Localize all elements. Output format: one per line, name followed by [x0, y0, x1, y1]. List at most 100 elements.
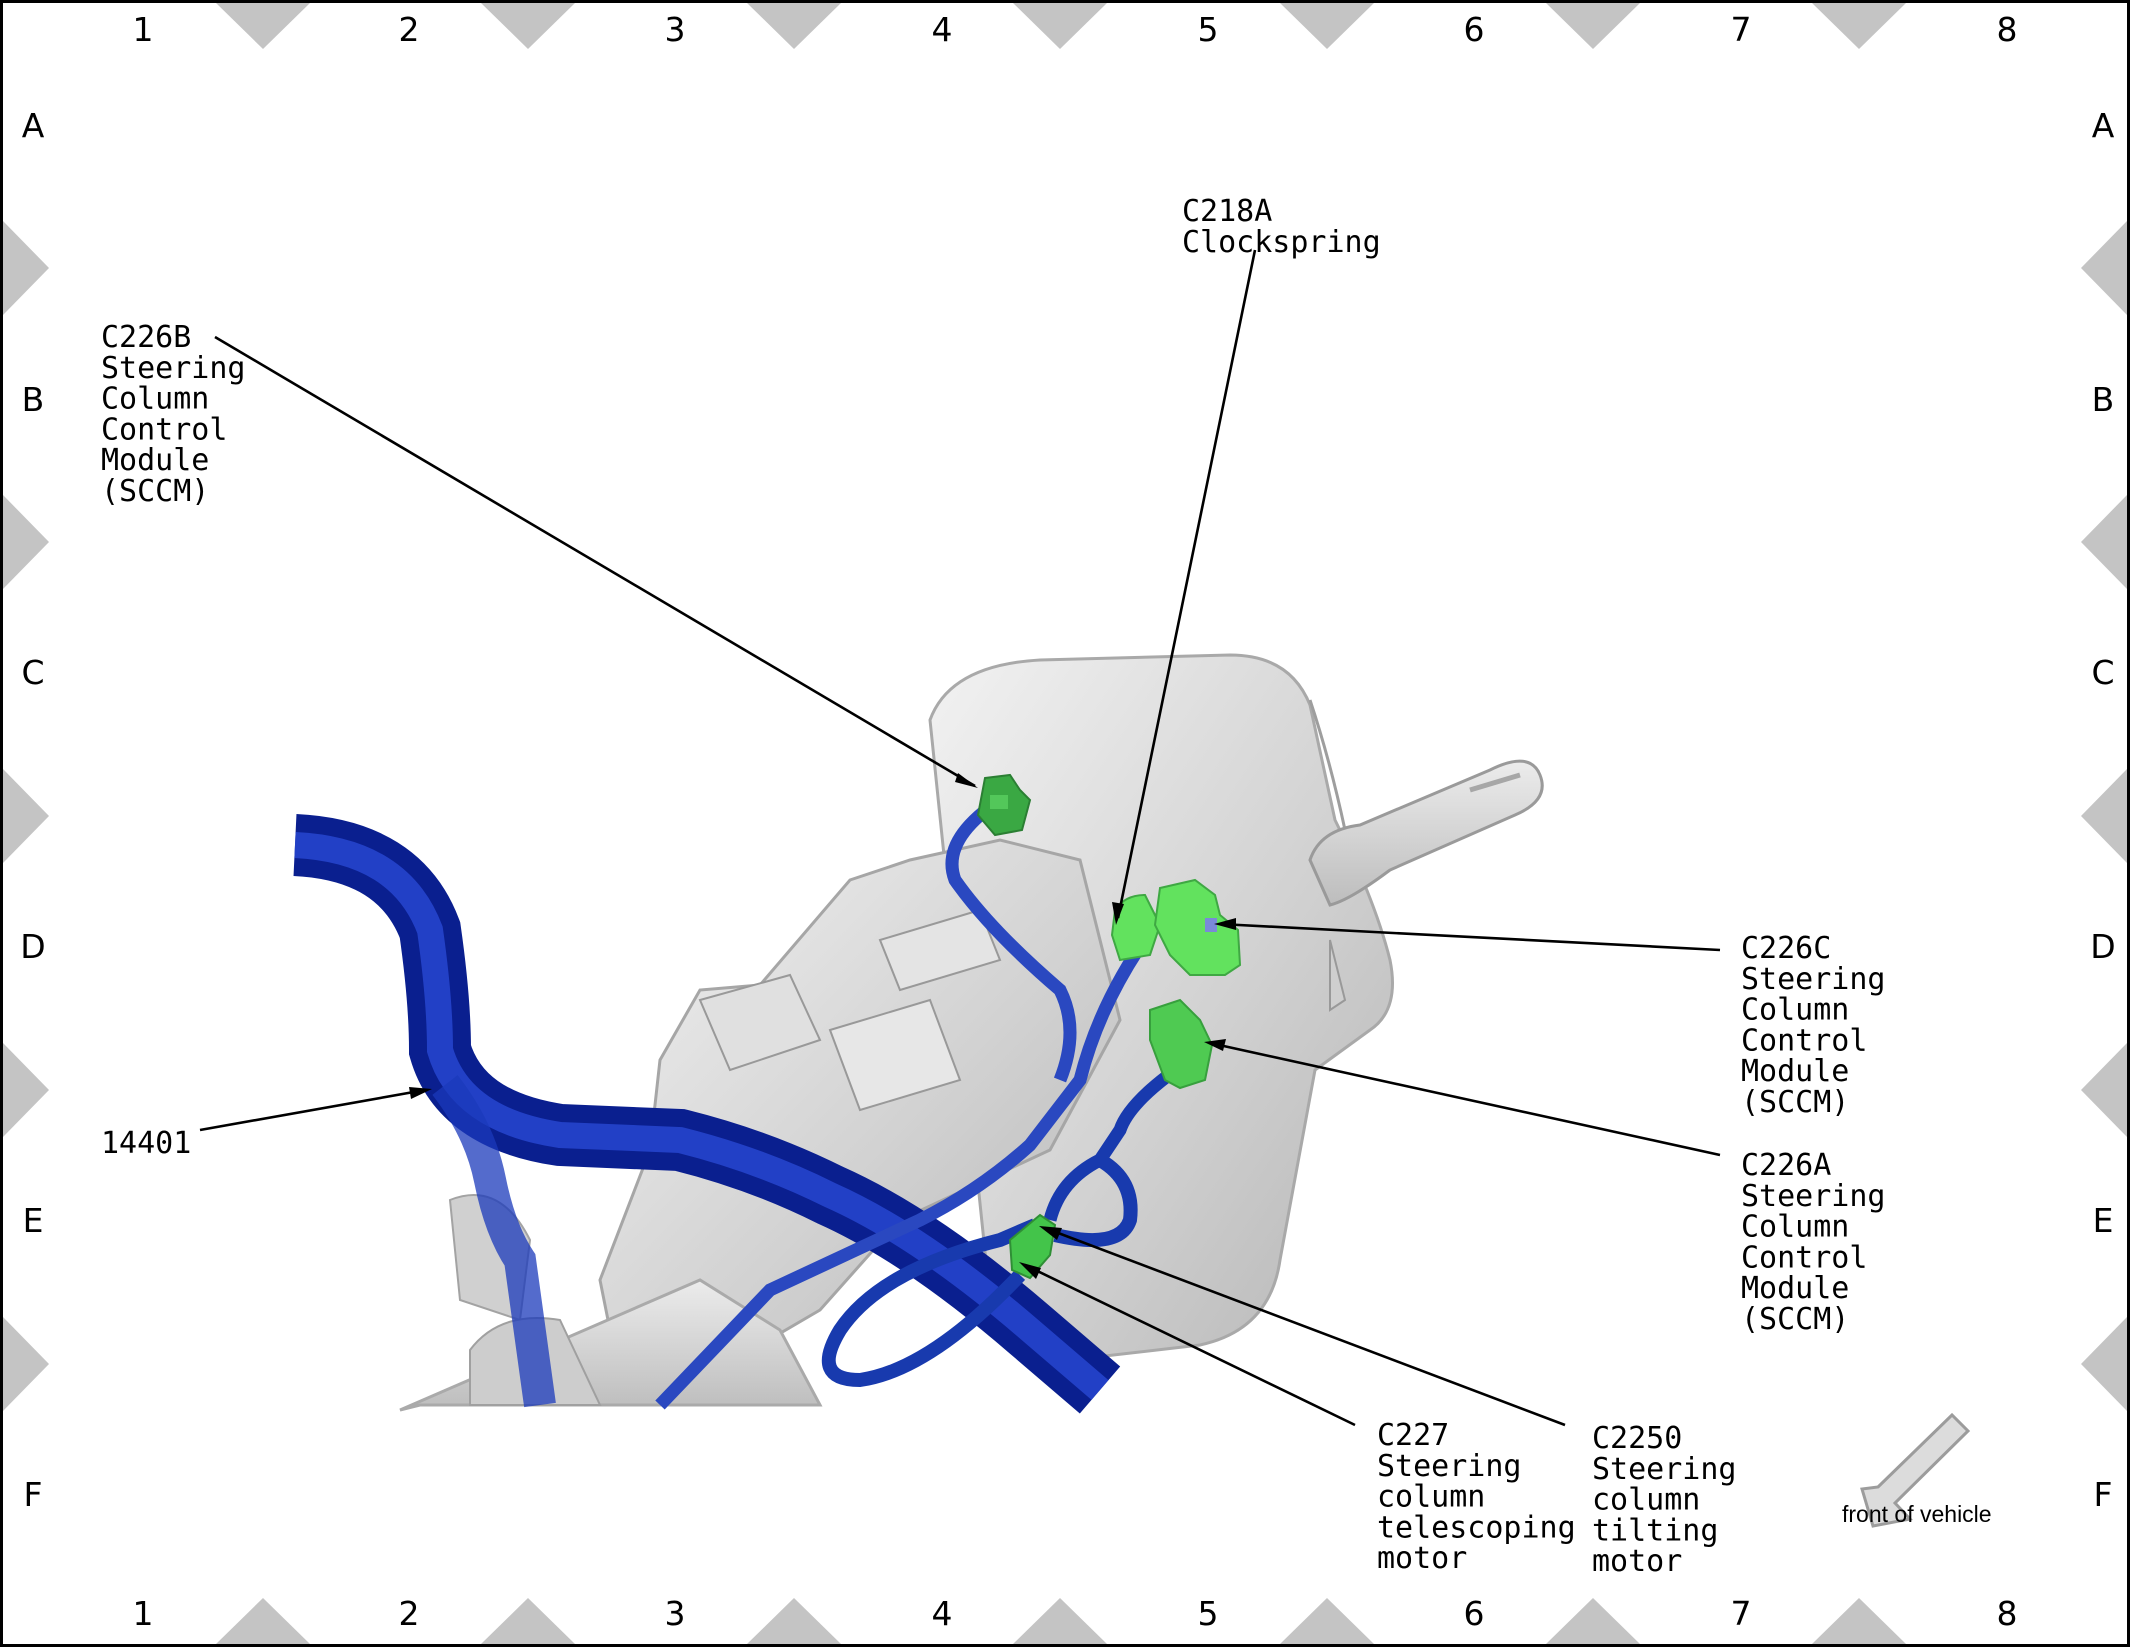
branch-wire-c226c: [655, 921, 1161, 1410]
leader-14401: [199, 1088, 426, 1132]
callout-line: C218A: [1182, 194, 1272, 229]
bracket-rib: [828, 998, 962, 1112]
grid-marker: [1013, 3, 1107, 49]
grid-column-label: 6: [1464, 10, 1485, 49]
arrow-down-left-icon: [1860, 1412, 1971, 1528]
grid-column-label: 7: [1731, 1594, 1752, 1633]
grid-column-label: 5: [1198, 1594, 1219, 1633]
grid-row-label: E: [23, 1201, 44, 1240]
callout-line: Steering: [1377, 1449, 1522, 1484]
callout-line: C226B: [101, 320, 191, 355]
grid-row-label: E: [2093, 1201, 2114, 1240]
callout-line: Control: [1741, 1240, 1867, 1275]
grid-marker: [1280, 3, 1374, 49]
grid-column-label: 8: [1997, 10, 2018, 49]
callout-line: Control: [101, 412, 227, 447]
grid-marker: [3, 1043, 49, 1137]
grid-row-label: D: [20, 927, 45, 966]
connector-c227-c2250: [1008, 1213, 1057, 1280]
branch-wire-c226b: [945, 794, 1077, 1083]
grid-row-label: B: [22, 380, 45, 419]
callout-line: (SCCM): [1741, 1085, 1849, 1120]
grid-marker: [481, 1598, 575, 1644]
callout-line: Steering: [1741, 1179, 1886, 1214]
grid-column-label: 3: [665, 10, 686, 49]
callout-line: Module: [1741, 1271, 1849, 1306]
grid-column-label: 2: [399, 10, 420, 49]
grid-row-label: C: [2091, 653, 2114, 692]
steering-column-illustration: [292, 653, 1544, 1414]
callout-line: 14401: [101, 1126, 191, 1161]
leader-lines: [199, 249, 1721, 1427]
callout-line: C226A: [1741, 1148, 1831, 1183]
callout-line: motor: [1377, 1541, 1467, 1576]
grid-marker: [3, 1317, 49, 1411]
callout-line: Steering: [1592, 1452, 1737, 1487]
callout-line: column: [1377, 1480, 1485, 1515]
grid-row-label: C: [21, 653, 44, 692]
grid-row-label: A: [2092, 106, 2115, 145]
housing-edge: [1308, 699, 1347, 831]
housing-clip: [1329, 939, 1347, 1012]
grid-marker: [1013, 1598, 1107, 1644]
main-harness-highlight: [294, 832, 1109, 1400]
bracket-rib: [698, 973, 822, 1072]
grid-column-label: 2: [399, 1594, 420, 1633]
grid-column-label: 4: [932, 1594, 953, 1633]
connector-c226a: [1149, 998, 1214, 1090]
callout-line: Control: [1741, 1023, 1867, 1058]
grid-marker: [216, 3, 310, 49]
grid-column-label: 4: [932, 10, 953, 49]
leader-c218a: [1116, 249, 1257, 919]
grid-marker: [2081, 1043, 2127, 1137]
harness-branch: [432, 1075, 556, 1408]
grid-column-label: 1: [133, 1594, 154, 1633]
grid-row-label: A: [22, 106, 45, 145]
leader-c2250: [1044, 1226, 1566, 1427]
callout-line: motor: [1592, 1544, 1682, 1579]
grid-marker: [1812, 1598, 1906, 1644]
callout-line: Column: [1741, 993, 1849, 1028]
grid-marker: [2081, 495, 2127, 589]
grid-column-label: 7: [1731, 10, 1752, 49]
grid-column-label: 8: [1997, 1594, 2018, 1633]
connector-c226c: [1153, 878, 1242, 976]
grid-marker: [1546, 3, 1640, 49]
callout-line: C2250: [1592, 1421, 1682, 1456]
callout-line: (SCCM): [101, 474, 209, 509]
grid-marker: [2081, 221, 2127, 315]
leader-c226c: [1219, 922, 1721, 952]
callout-line: Module: [1741, 1054, 1849, 1089]
callout-14401: 14401: [101, 1126, 191, 1161]
front-of-vehicle-label: front of vehicle: [1842, 1501, 1992, 1527]
grid-marker: [747, 3, 841, 49]
grid-row-label: F: [2094, 1475, 2113, 1514]
grid-marker: [2081, 1317, 2127, 1411]
grid-row-label: B: [2092, 380, 2115, 419]
callout-line: Module: [101, 443, 209, 478]
grid-column-label: 3: [665, 1594, 686, 1633]
callout-line: Column: [101, 382, 209, 417]
callout-line: Clockspring: [1182, 225, 1381, 260]
grid-markers: [3, 3, 2127, 1644]
callout-line: telescoping: [1377, 1510, 1576, 1545]
grid-column-label: 6: [1464, 1594, 1485, 1633]
grid-column-label: 5: [1198, 10, 1219, 49]
branch-wire-c226a: [1043, 1054, 1194, 1222]
leader-c227: [1024, 1263, 1356, 1427]
grid-marker: [3, 495, 49, 589]
branch-wire-motor: [821, 1218, 1038, 1388]
grid-marker: [1280, 1598, 1374, 1644]
grid-marker: [216, 1598, 310, 1644]
callout-line: Column: [1741, 1210, 1849, 1245]
leader-c226b: [214, 335, 976, 788]
grid-marker: [1812, 3, 1906, 49]
grid-marker: [3, 769, 49, 863]
